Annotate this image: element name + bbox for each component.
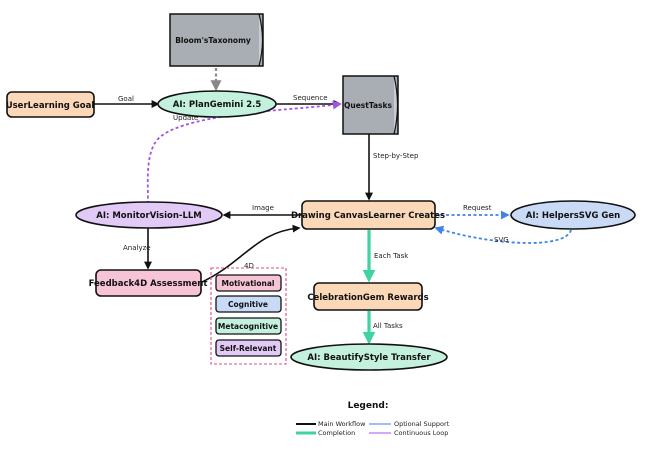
edge-update-loop xyxy=(146,100,342,205)
dimension-metacognitive: Metacognitive xyxy=(215,317,282,335)
edge-label-step: Step-by-Step xyxy=(373,152,419,160)
dimension-cognitive-label: Cognitive xyxy=(228,300,268,309)
edge-label-each-task: Each Task xyxy=(374,252,409,260)
node-ai-helpers-label: AI: HelpersSVG Gen xyxy=(526,211,620,221)
dimension-motivational-label: Motivational xyxy=(221,279,274,288)
edge-label-image: Image xyxy=(252,204,274,212)
edge-label-all-tasks: All Tasks xyxy=(373,322,403,330)
legend-completion-label: Completion xyxy=(318,429,355,437)
node-celebration-label: CelebrationGem Rewards xyxy=(307,293,428,303)
dimension-cognitive: Cognitive xyxy=(215,295,282,313)
edge-label-sequence: Sequence xyxy=(293,94,328,102)
legend: Legend: Main Workflow Optional Support C… xyxy=(296,401,450,437)
edge-label-request: Request xyxy=(463,204,492,212)
edge-4d xyxy=(199,224,301,284)
node-user-goal: UserLearning Goal xyxy=(6,91,95,118)
node-ai-beautify-label: AI: BeautifyStyle Transfer xyxy=(307,353,431,363)
dimension-self-relevant: Self-Relevant xyxy=(215,339,282,357)
dimensions-group: Motivational Cognitive Metacognitive Sel… xyxy=(210,267,287,365)
node-quest-label: QuestTasks xyxy=(344,101,393,110)
dimension-metacognitive-label: Metacognitive xyxy=(218,322,278,331)
edge-label-4d: 4D xyxy=(244,262,254,270)
node-canvas-label: Drawing CanvasLearner Creates xyxy=(291,211,445,221)
edge-label-svg: SVG xyxy=(494,236,509,244)
node-quest-tasks: QuestTasks xyxy=(342,75,399,135)
node-ai-plan-label: AI: PlanGemini 2.5 xyxy=(173,100,262,110)
legend-loop-label: Continuous Loop xyxy=(394,429,448,437)
node-ai-helpers: AI: HelpersSVG Gen xyxy=(510,200,636,230)
dimension-motivational: Motivational xyxy=(215,274,282,292)
node-blooms-label: Bloom'sTaxonomy xyxy=(175,36,251,45)
node-feedback: Feedback4D Assessment xyxy=(89,269,208,297)
legend-title: Legend: xyxy=(348,401,389,411)
node-ai-beautify: AI: BeautifyStyle Transfer xyxy=(290,343,448,371)
node-blooms-taxonomy: Bloom'sTaxonomy xyxy=(169,13,264,67)
edge-label-update: Update xyxy=(173,114,198,122)
dimension-self-relevant-label: Self-Relevant xyxy=(220,344,277,353)
node-ai-monitor: AI: MonitorVision-LLM xyxy=(75,201,223,229)
node-ai-plan: AI: PlanGemini 2.5 xyxy=(157,90,277,118)
node-ai-monitor-label: AI: MonitorVision-LLM xyxy=(96,211,201,221)
legend-optional-label: Optional Support xyxy=(394,420,450,428)
legend-main-label: Main Workflow xyxy=(318,420,366,428)
node-drawing-canvas: Drawing CanvasLearner Creates xyxy=(291,200,445,230)
node-celebration: CelebrationGem Rewards xyxy=(307,282,429,311)
edge-svg xyxy=(434,225,572,244)
edge-label-goal: Goal xyxy=(118,95,134,103)
node-feedback-label: Feedback4D Assessment xyxy=(89,279,208,289)
edge-label-analyze: Analyze xyxy=(123,244,151,252)
node-user-goal-label: UserLearning Goal xyxy=(6,101,95,111)
